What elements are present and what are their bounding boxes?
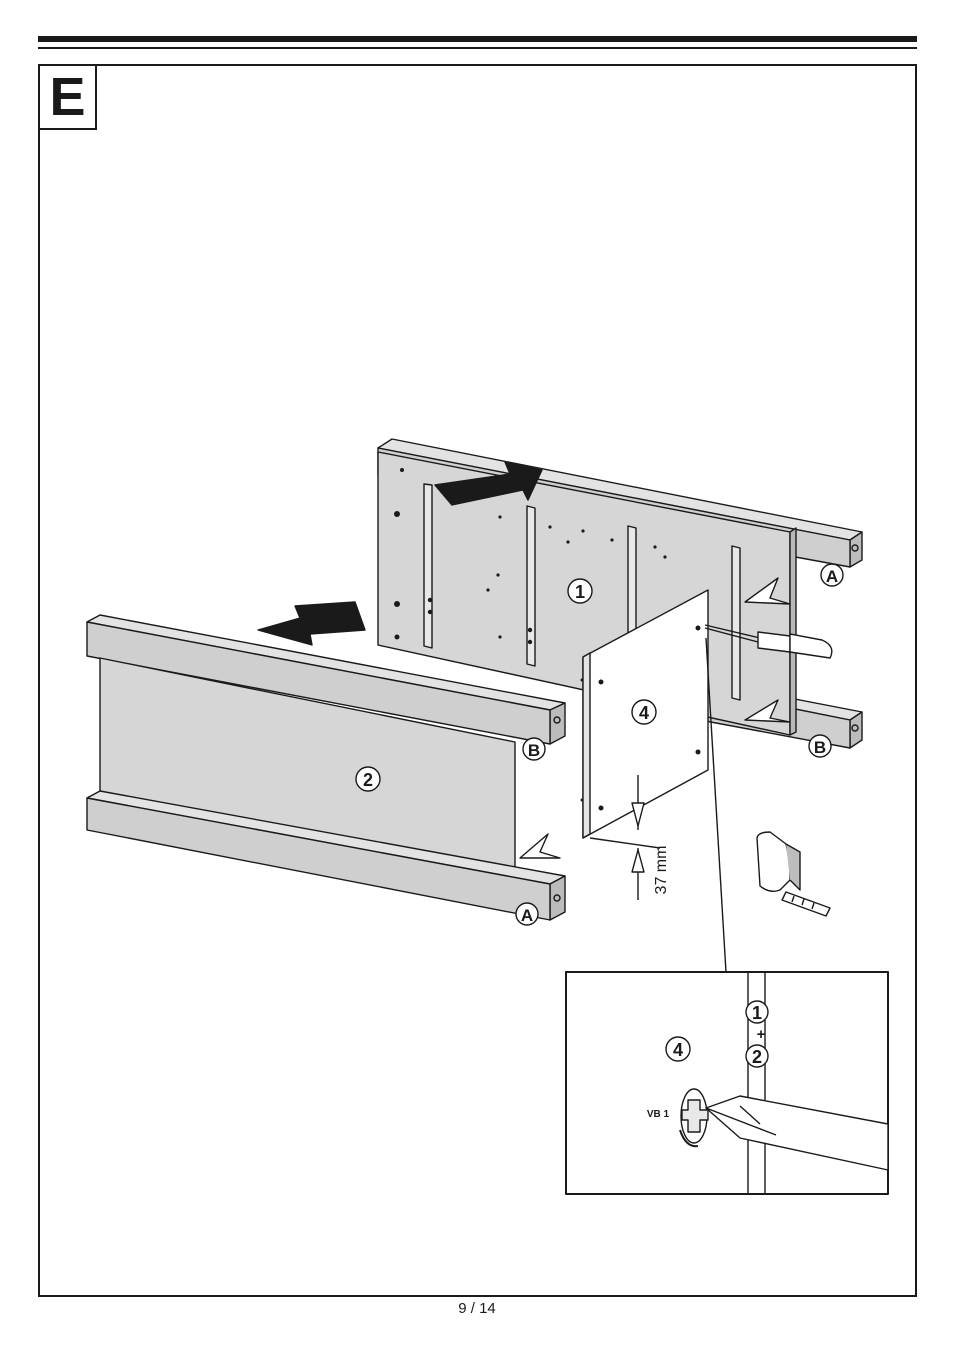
part-2-label: 2 xyxy=(363,770,373,790)
detail-screw-label: VB 1 xyxy=(647,1109,670,1120)
measure-label: 37 mm xyxy=(653,846,670,895)
push-arrow-front xyxy=(258,602,365,645)
callout-a-top: A xyxy=(826,567,838,586)
detail-part-1: 1 xyxy=(752,1003,762,1023)
callout-b-left: B xyxy=(528,741,540,760)
detail-plus: + xyxy=(757,1026,766,1043)
detail-part-2: 2 xyxy=(752,1047,762,1067)
detail-inset: 1 + 2 4 VB 1 xyxy=(566,972,888,1194)
detail-part-4: 4 xyxy=(673,1040,683,1060)
tape-measure xyxy=(757,832,830,916)
callout-a-bottom: A xyxy=(521,906,533,925)
part-4-label: 4 xyxy=(639,703,649,723)
page-number: 9 / 14 xyxy=(0,1300,954,1317)
callout-b-right: B xyxy=(814,738,826,757)
part-1-label: 1 xyxy=(575,582,585,602)
